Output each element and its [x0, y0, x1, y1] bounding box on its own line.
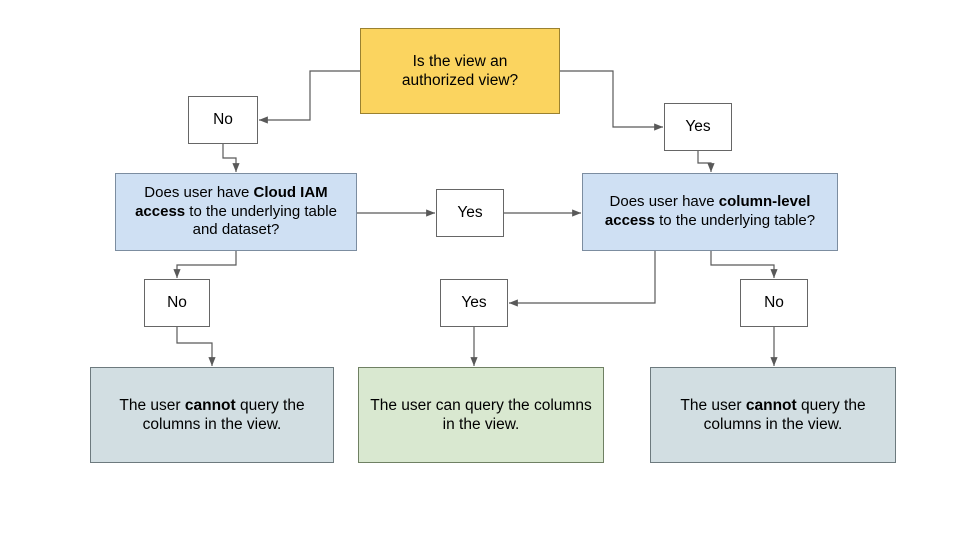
node-answer-no-top-label: No — [213, 111, 233, 129]
node-result-middle-label: The user can query the columns in the vi… — [370, 396, 592, 433]
edge-column-to-yes-bottom — [508, 251, 656, 307]
edge-start-to-yes-top — [560, 70, 664, 131]
node-result-right-label: The user cannot query the columns in the… — [680, 396, 866, 433]
node-decision-column-level-label: Does user have column-level access to th… — [604, 193, 816, 229]
node-answer-no-right[interactable]: No — [740, 279, 808, 327]
node-result-middle-allow[interactable]: The user can query the columns in the vi… — [358, 367, 604, 463]
edge-no-left-to-result — [176, 327, 216, 367]
node-answer-no-left-label: No — [167, 294, 187, 312]
edge-yes-top-to-column — [697, 151, 715, 173]
node-result-left-label: The user cannot query the columns in the… — [119, 396, 305, 433]
node-result-left-deny[interactable]: The user cannot query the columns in the… — [90, 367, 334, 463]
node-answer-no-top[interactable]: No — [188, 96, 258, 144]
node-answer-yes-bottom-label: Yes — [461, 294, 487, 312]
node-decision-cloud-iam-label: Does user have Cloud IAM access to the u… — [135, 183, 337, 239]
edge-start-to-no-top — [258, 70, 360, 124]
node-decision-cloud-iam[interactable]: Does user have Cloud IAM access to the u… — [115, 173, 357, 251]
edge-iam-to-no-left — [173, 251, 237, 279]
node-answer-yes-bottom[interactable]: Yes — [440, 279, 508, 327]
node-answer-yes-top-label: Yes — [685, 118, 711, 136]
edge-column-to-no-right — [710, 251, 778, 279]
node-decision-column-level[interactable]: Does user have column-level access to th… — [582, 173, 838, 251]
node-answer-yes-middle[interactable]: Yes — [436, 189, 504, 237]
node-start-label: Is the view an authorized view? — [401, 52, 519, 89]
node-start-decision[interactable]: Is the view an authorized view? — [360, 28, 560, 114]
node-answer-yes-middle-label: Yes — [457, 204, 483, 222]
edge-no-top-to-iam — [222, 144, 240, 173]
node-result-right-deny[interactable]: The user cannot query the columns in the… — [650, 367, 896, 463]
node-answer-no-right-label: No — [764, 294, 784, 312]
node-answer-yes-top[interactable]: Yes — [664, 103, 732, 151]
node-answer-no-left[interactable]: No — [144, 279, 210, 327]
